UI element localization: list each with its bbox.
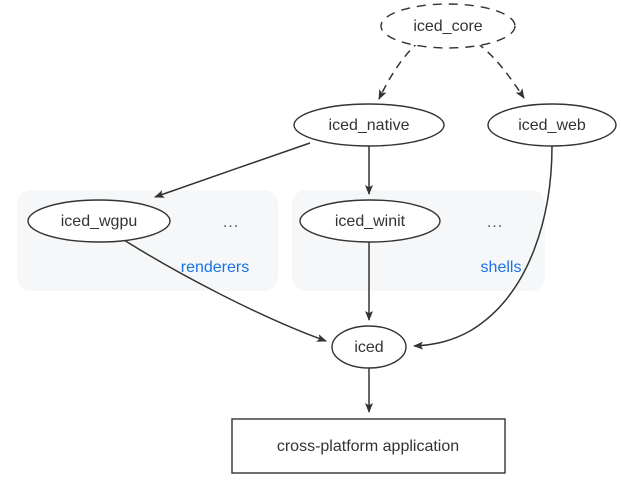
node-iced-winit-label: iced_winit bbox=[335, 213, 406, 230]
node-iced-core-shape[interactable] bbox=[380, 3, 516, 49]
renderers-more-label: ... bbox=[223, 214, 239, 231]
node-iced-core-label: iced_core bbox=[413, 18, 482, 35]
edge-web-to-iced bbox=[413, 145, 553, 350]
edge-core-to-native bbox=[378, 40, 421, 100]
node-iced-native-shape[interactable] bbox=[293, 103, 445, 147]
node-iced[interactable]: iced bbox=[331, 325, 407, 369]
node-iced-winit-shape[interactable] bbox=[299, 199, 441, 243]
node-app-label: cross-platform application bbox=[277, 438, 459, 455]
cluster-shells-label: shells bbox=[481, 259, 522, 276]
edge-core-to-web bbox=[476, 42, 525, 99]
node-cross-platform-application[interactable]: cross-platform application bbox=[231, 418, 506, 474]
edge-native-to-wgpu bbox=[154, 142, 311, 198]
node-app-shape[interactable] bbox=[231, 418, 506, 474]
node-iced-native[interactable]: iced_native bbox=[293, 103, 445, 147]
node-iced-shape[interactable] bbox=[331, 325, 407, 369]
shells-more-label: ... bbox=[487, 214, 503, 231]
edge-wgpu-to-iced bbox=[123, 239, 327, 342]
node-iced-core[interactable]: iced_core bbox=[380, 3, 516, 49]
node-iced-label: iced bbox=[354, 339, 383, 356]
node-iced-web-shape[interactable] bbox=[487, 103, 617, 147]
node-iced-winit[interactable]: iced_winit bbox=[299, 199, 441, 243]
node-iced-wgpu-shape[interactable] bbox=[27, 199, 171, 243]
node-iced-web-label: iced_web bbox=[518, 117, 586, 134]
node-iced-wgpu[interactable]: iced_wgpu bbox=[27, 199, 171, 243]
node-iced-native-label: iced_native bbox=[329, 117, 410, 134]
node-iced-web[interactable]: iced_web bbox=[487, 103, 617, 147]
cluster-renderers-label: renderers bbox=[181, 259, 249, 276]
node-iced-wgpu-label: iced_wgpu bbox=[61, 213, 138, 230]
